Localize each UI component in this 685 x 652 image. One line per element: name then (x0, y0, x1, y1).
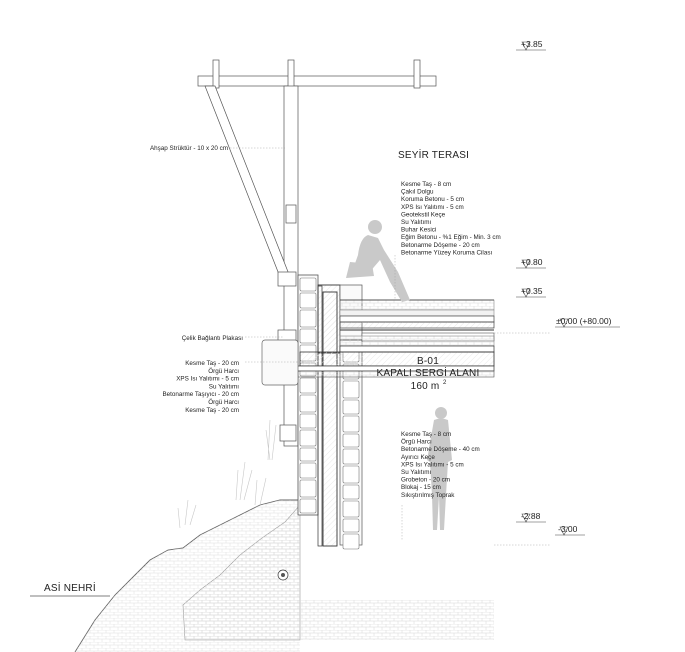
roof-layer-item: Betonarme Yüzey Koruma Cilası (401, 249, 492, 256)
floor-layer-item: Grobeton - 20 cm (401, 477, 450, 484)
stone-block (342, 399, 360, 415)
stone-block (299, 498, 317, 514)
stone-block (342, 518, 360, 533)
level-floor: -2.88 (521, 511, 541, 521)
stone-block (342, 433, 360, 448)
stone-block (299, 413, 317, 429)
stone-block (299, 277, 317, 292)
roof-layer-item: Geotekstil Keçe (401, 211, 446, 218)
stone-block (299, 462, 317, 479)
floor-layer-item: XPS Isı Yalıtımı - 5 cm (401, 461, 464, 468)
wall-layer-item: Kesme Taş - 20 cm (185, 360, 239, 367)
roof-layer-item: Koruma Betonu - 5 cm (401, 196, 464, 203)
stone-block (342, 484, 360, 500)
room-area: 160 m (411, 381, 440, 392)
room-name: KAPALI SERGİ ALANI (377, 366, 480, 379)
roof-layer-item: Çakıl Dolgu (401, 189, 434, 196)
roof-layer-item: Buhar Kesici (401, 227, 436, 234)
level-bottom: -3.00 (558, 524, 578, 534)
floor-layer-item: Ayırıcı Keçe (401, 454, 435, 461)
room-area-unit-sup: 2 (443, 380, 447, 386)
roof-layer-item: Kesme Taş - 8 cm (401, 181, 451, 188)
terrace-slab (339, 299, 495, 341)
wall-layer-item: Kesme Taş - 20 cm (185, 407, 239, 414)
floor-layer-item: Sıkıştırılmış Toprak (401, 492, 455, 499)
stone-block (299, 328, 317, 344)
page-title: SEYİR TERASI (398, 148, 469, 161)
level-terrace-top: +0.80 (521, 257, 543, 267)
roof-layer-item: Betonarme Döşeme - 20 cm (401, 242, 480, 249)
stone-block (342, 533, 360, 550)
roof-layer-item: Su Yalıtımı (401, 219, 431, 226)
seated-person-silhouette (346, 220, 410, 302)
level-top: +3.85 (521, 39, 543, 49)
river-label: ASİ NEHRİ (44, 581, 96, 594)
level-terrace-floor: +0.35 (521, 286, 543, 296)
stone-block (342, 380, 360, 399)
standing-person-silhouette (427, 407, 452, 530)
room-code: B-01 (417, 356, 439, 367)
floor-layer-item: Su Yalıtımı (401, 469, 431, 476)
steel-plate-label: Çelik Bağlantı Plakası (182, 335, 244, 342)
stone-block (342, 415, 360, 433)
roof-layer-item: XPS Isı Yalıtımı - 5 cm (401, 204, 464, 211)
labels: +3.85 +0.80 +0.35 ±0.00 (+80.00) -2.88 -… (44, 39, 612, 594)
floor-layer-item: Blokaj - 15 cm (401, 484, 441, 491)
roof-layer-item: Eğim Betonu - %1 Eğim - Min. 3 cm (401, 234, 501, 241)
leader-lines (230, 147, 550, 546)
wall-layer-item: Örgü Harcı (208, 367, 239, 375)
floor-layer-item: Örgü Harcı (401, 438, 432, 446)
wood-structure-label: Ahşap Strüktür - 10 x 20 cm (150, 145, 228, 152)
wall-layer-item: Örgü Harcı (208, 398, 239, 406)
wall-layer-item: Betonarme Taşıyıcı - 20 cm (162, 391, 239, 398)
terrain (30, 419, 494, 652)
stone-block (342, 500, 360, 518)
stone-block (299, 377, 317, 394)
floor-layer-item: Kesme Taş - 8 cm (401, 431, 451, 438)
stone-block (342, 448, 360, 465)
stone-block (299, 447, 317, 462)
stone-block (299, 429, 317, 447)
floor-layer-item: Betonarme Döşeme - 40 cm (401, 446, 480, 453)
floor-slab (261, 332, 495, 581)
stone-block (299, 309, 317, 328)
stone-block (299, 394, 317, 413)
stone-block (342, 465, 360, 484)
level-ground: ±0.00 (+80.00) (556, 316, 612, 326)
level-markers (516, 41, 620, 536)
stone-block (299, 479, 317, 498)
wall-layer-item: Su Yalıtımı (209, 383, 239, 390)
stone-block (299, 292, 317, 309)
wall-layer-item: XPS Isı Yalıtımı - 5 cm (176, 376, 239, 383)
